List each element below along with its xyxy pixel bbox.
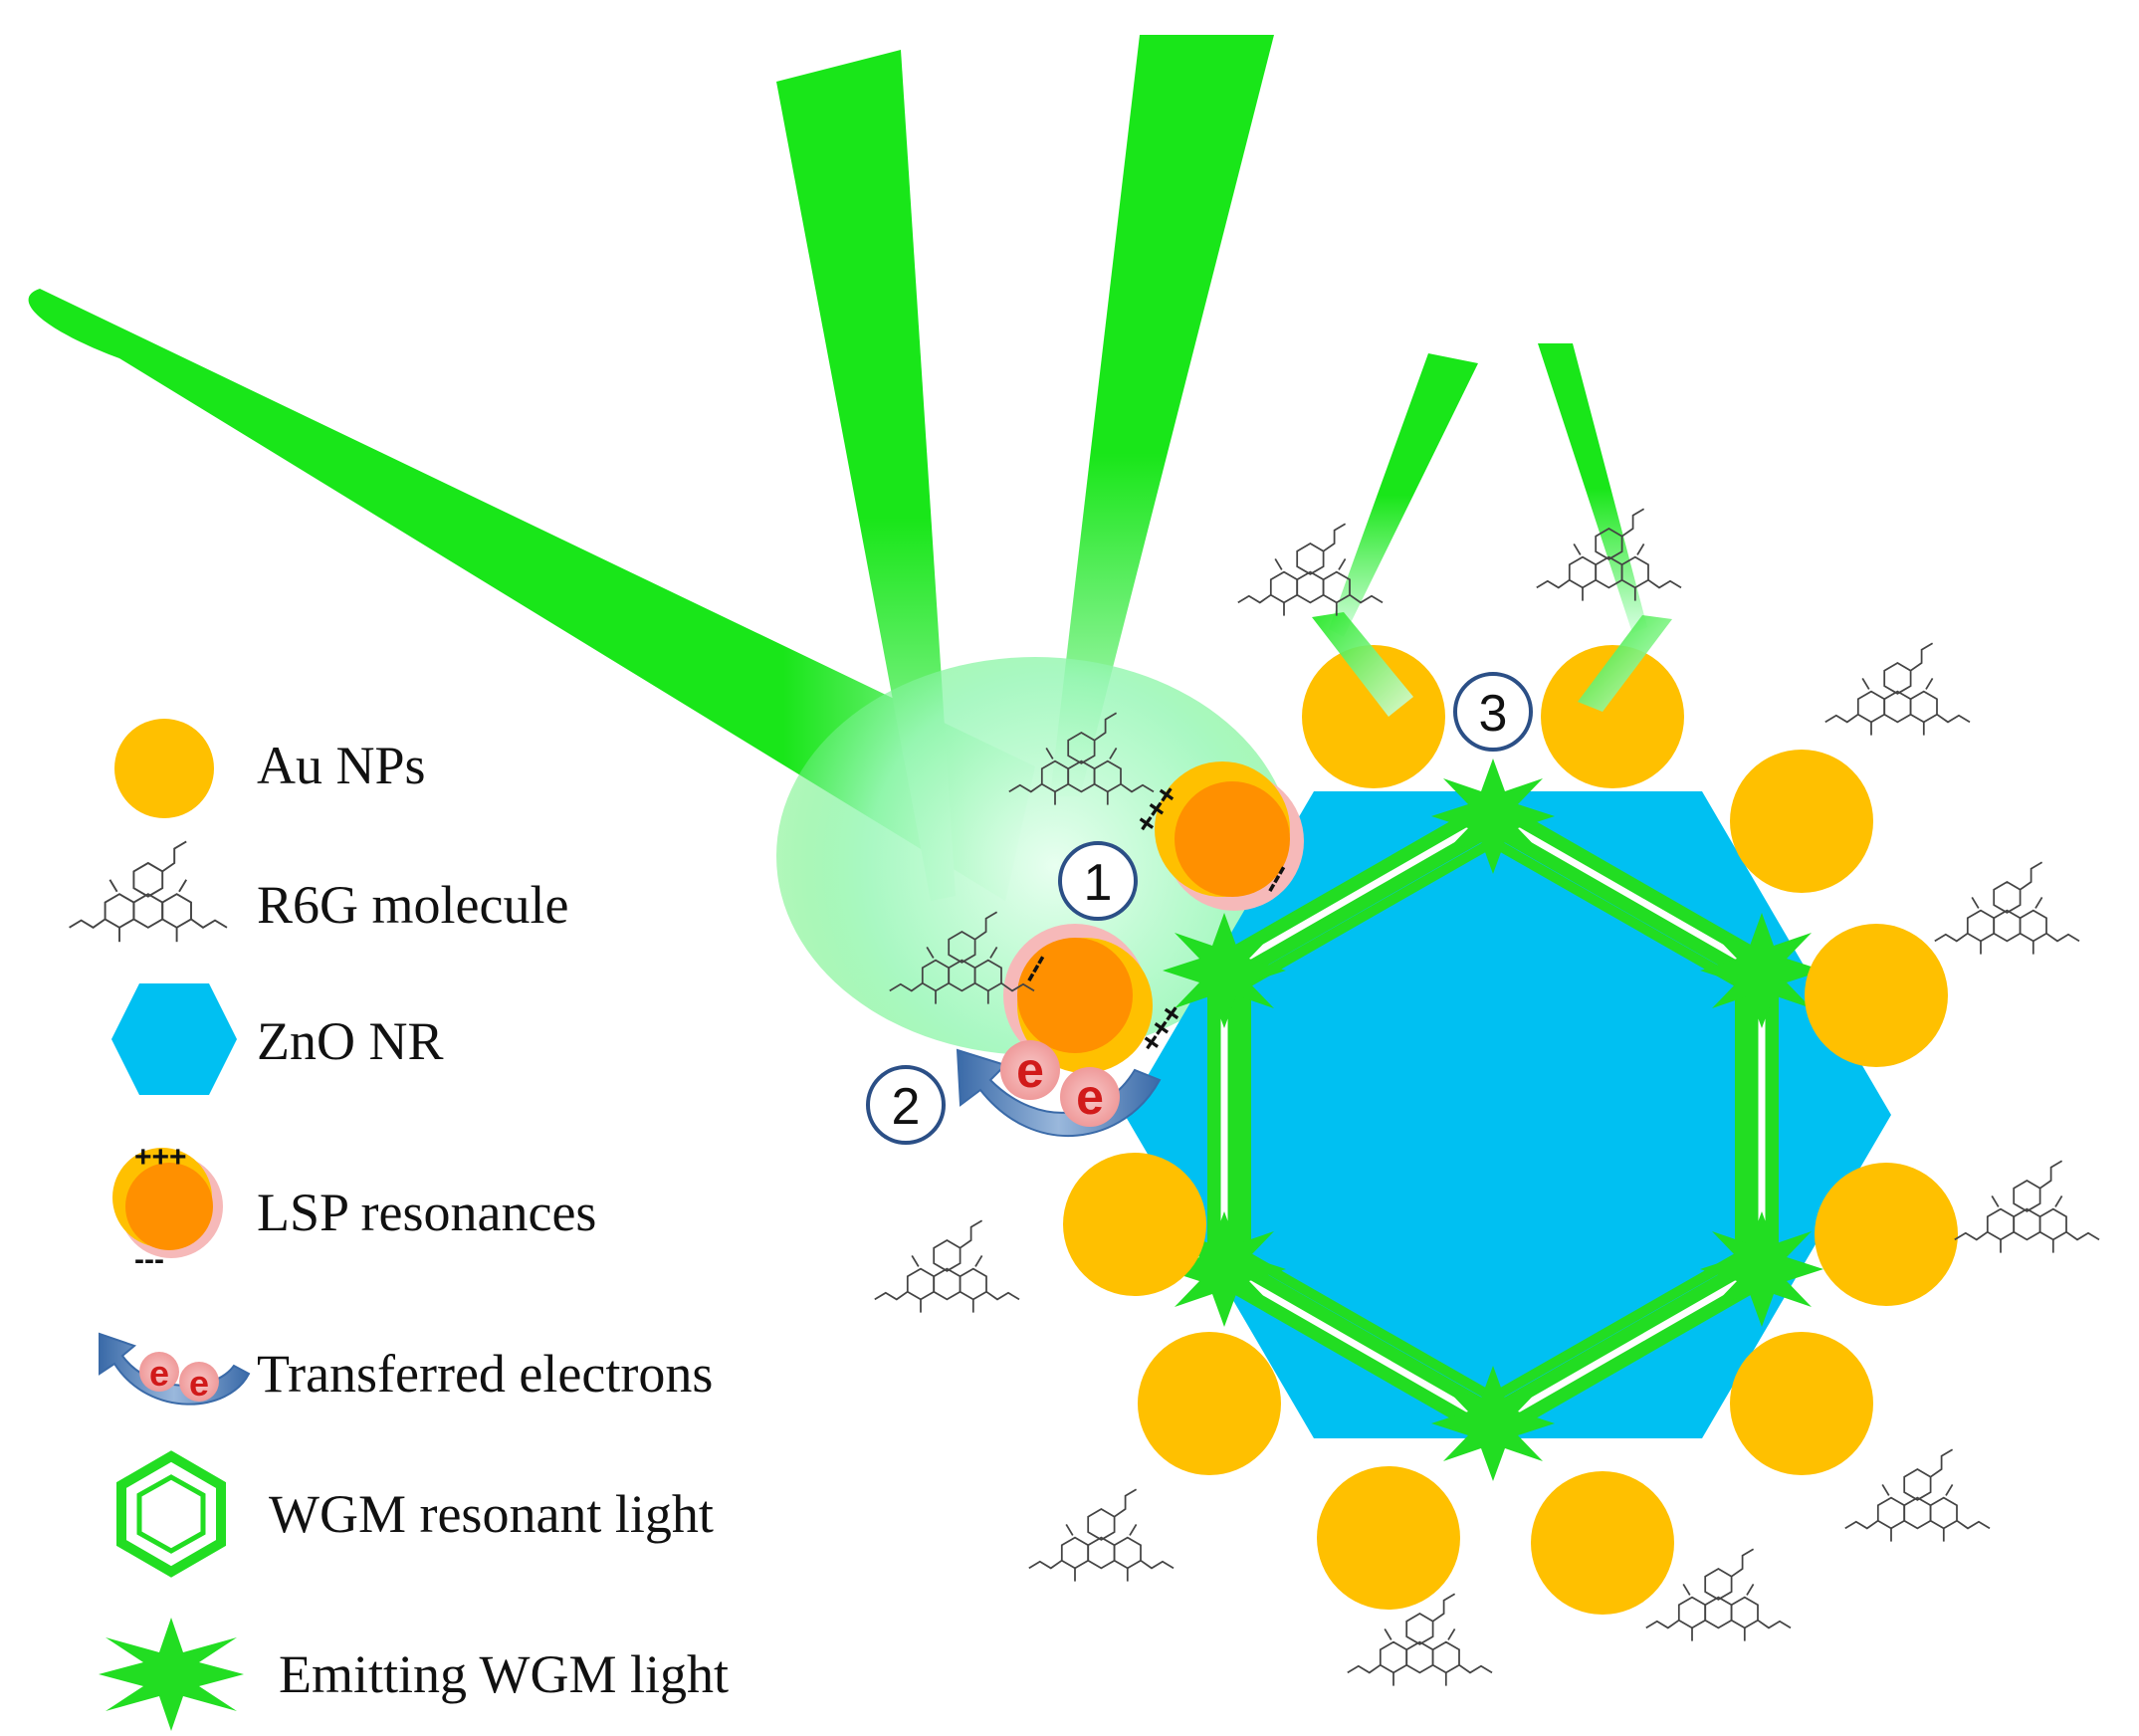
hexagon-icon: [111, 983, 237, 1095]
r6g-molecule: [1823, 642, 1971, 737]
au-np: [1138, 1332, 1281, 1475]
au-nanoparticles: [1063, 645, 1958, 1615]
r6g-molecule: [1843, 1448, 1991, 1543]
r6g-molecule: [873, 1219, 1020, 1314]
stub-left: [1312, 612, 1413, 717]
step-2-circle: [866, 1065, 946, 1145]
electron-circle: [1060, 1067, 1120, 1127]
au-np: [1531, 1471, 1674, 1615]
lsp-core: [1017, 938, 1133, 1053]
au-np: [1730, 750, 1873, 893]
starburst-icon: [99, 1618, 244, 1731]
lsp-core: [1175, 781, 1290, 897]
au-np: [1063, 1153, 1206, 1296]
svg-text:---: ---: [134, 1243, 164, 1276]
circle-icon: [114, 719, 214, 818]
starburst-lower-right: [1700, 1211, 1823, 1327]
legend-transferred-electrons: Transferred electrons: [257, 1344, 713, 1404]
electron-transfer: e e: [956, 1040, 1162, 1137]
legend-zno-nr: ZnO NR: [257, 1011, 444, 1071]
stub-right: [1578, 615, 1672, 712]
step-2-label: 2: [892, 1078, 921, 1136]
svg-text:e: e: [149, 1353, 169, 1394]
step-1-circle: [1058, 841, 1138, 921]
electron-glyph: e: [1016, 1042, 1044, 1098]
au-np: [1541, 645, 1684, 788]
r6g-molecule: [1027, 1488, 1175, 1583]
lsp-particles: +++ --- --- +++: [1003, 761, 1304, 1073]
double-hexagon-icon: [116, 1450, 226, 1578]
starburst-top: [1431, 759, 1555, 874]
legend-emitting-wgm-light: Emitting WGM light: [279, 1644, 729, 1704]
starburst-bottom: [1431, 1366, 1555, 1481]
electron-arrow-icon: e e: [99, 1332, 251, 1406]
legend-lsp-resonances: LSP resonances: [257, 1183, 596, 1242]
step-markers: 1 2 3: [866, 672, 1533, 1145]
emission-beam-right: [1538, 343, 1647, 633]
au-np: [1317, 1466, 1460, 1610]
legend-r6g-molecule: R6G molecule: [257, 875, 568, 935]
wgm-emission-points: [1163, 759, 1823, 1481]
pump-light-beams: [28, 35, 1294, 1055]
emission-beam-left: [1329, 353, 1478, 637]
svg-text:e: e: [189, 1363, 209, 1404]
au-np: [1805, 924, 1948, 1067]
step-1-label: 1: [1084, 854, 1113, 912]
au-np: [1730, 1332, 1873, 1475]
emission-stubs: [1312, 612, 1672, 717]
r6g-molecule: [1933, 861, 2080, 956]
svg-text:+++: +++: [134, 1141, 187, 1174]
step-3-label: 3: [1479, 685, 1508, 743]
r6g-structure-icon: [68, 840, 228, 944]
electron-circle: [1000, 1040, 1060, 1100]
legend-wgm-resonant-light: WGM resonant light: [269, 1484, 714, 1544]
au-np: [1302, 645, 1445, 788]
emission-beams: [1329, 343, 1647, 637]
au-np: [1815, 1163, 1958, 1306]
legend: Au NPs R6G molecule ZnO NR +++ --- LSP r…: [68, 719, 729, 1731]
legend-au-nps: Au NPs: [257, 736, 426, 795]
r6g-molecule: [1953, 1160, 2100, 1254]
step-3-circle: [1453, 672, 1533, 752]
r6g-molecule: [1346, 1593, 1493, 1687]
starburst-upper-right: [1700, 913, 1823, 1028]
charged-particle-icon: +++ ---: [112, 1141, 223, 1276]
starburst-upper-left: [1163, 913, 1286, 1028]
electron-glyph: e: [1076, 1069, 1104, 1125]
oblique-beam: [28, 289, 1036, 901]
beam-focus-glow: [776, 657, 1294, 1055]
vertical-beam-right: [1050, 35, 1274, 796]
